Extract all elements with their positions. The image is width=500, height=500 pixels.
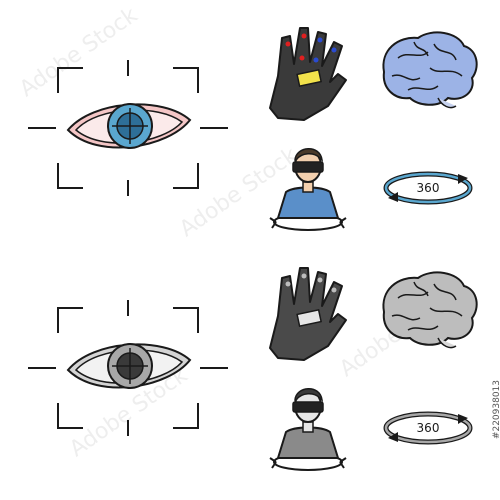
eye-target-icon	[27, 299, 229, 437]
rotation-label: 360	[417, 421, 440, 435]
rotation-360-icon: 360	[383, 171, 473, 205]
vr-glove-icon	[269, 27, 347, 121]
stock-id: #220938013	[492, 380, 500, 440]
brain-icon	[382, 271, 478, 349]
rotation-label: 360	[417, 181, 440, 195]
rotation-360-icon: 360	[383, 411, 473, 445]
vr-glove-icon	[269, 267, 347, 361]
vr-user-icon	[269, 388, 347, 471]
vr-user-icon	[269, 148, 347, 231]
brain-icon	[382, 31, 478, 109]
eye-target-icon	[27, 59, 229, 197]
